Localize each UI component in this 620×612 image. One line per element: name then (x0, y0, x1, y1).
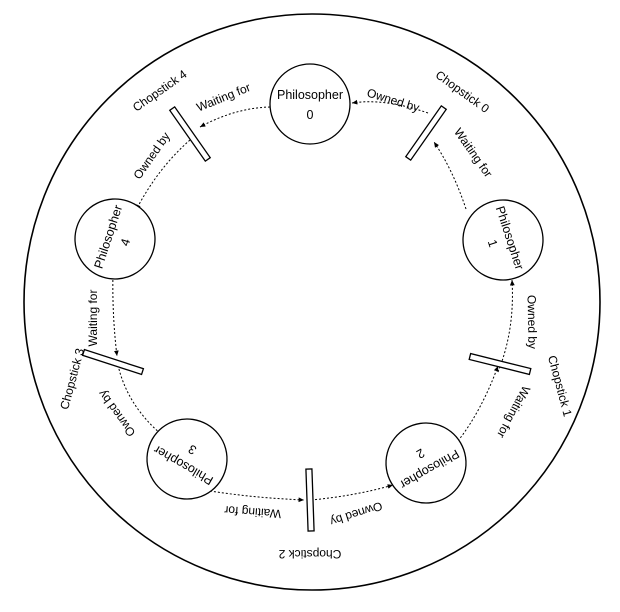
table-circle (23, 13, 601, 591)
chopstick-1-label: Chopstick 1 (545, 354, 575, 418)
philosopher-0-number: 0 (307, 108, 314, 122)
arrow-philosopher3-to-chopstick2 (209, 490, 305, 503)
philosopher-4-number: 4 (118, 237, 133, 248)
owned-by-label-chopstick0: Owned by (365, 86, 421, 115)
owned-by-label-chopstick4: Owned by (130, 130, 172, 182)
arrow-chopstick2-to-philosopher2 (310, 484, 394, 501)
owned-by-label-chopstick1: Owned by (525, 295, 540, 349)
chopstick-2-label: Chopstick 2 (278, 547, 341, 561)
philosopher-1-number: 1 (485, 238, 500, 249)
owned-by-label-chopstick2: Owned by (328, 499, 384, 529)
philosopher-3: Philosopher 3 (146, 418, 228, 500)
waiting-for-label-philosopher2: Waiting for (494, 383, 533, 440)
arrow-philosopher4-to-chopstick3 (112, 271, 119, 357)
arrow-chopstick0-to-philosopher0 (351, 99, 429, 114)
chopstick-4-label: Chopstick 4 (130, 67, 190, 115)
arrow-philosopher1-to-chopstick0 (433, 141, 467, 210)
philosopher-2: Philosopher 2 (385, 422, 467, 504)
chopstick-2-bar (305, 468, 315, 532)
chopstick-3-bar (81, 348, 145, 376)
philosopher-0-label: Philosopher (277, 88, 343, 102)
arrow-chopstick3-to-philosopher3 (117, 364, 163, 436)
waiting-for-label-philosopher3: Waiting for (224, 503, 282, 521)
philosopher-4: Philosopher 4 (74, 198, 156, 280)
chopstick-4-bar (168, 105, 212, 163)
waiting-for-label-philosopher0: Waiting for (194, 80, 252, 114)
arrow-chopstick4-to-philosopher4 (135, 139, 191, 211)
chopstick-1-bar (468, 352, 532, 376)
philosopher-0: Philosopher 0 (269, 63, 351, 145)
chopsticks (81, 104, 532, 532)
arrow-chopstick1-to-philosopher1 (497, 279, 515, 373)
philosopher-1: Philosopher 1 (462, 199, 544, 281)
waiting-for-label-philosopher1: Waiting for (451, 125, 495, 180)
arrow-philosopher2-to-chopstick1 (457, 365, 499, 442)
owned-by-label-chopstick3: Owned by (95, 387, 138, 439)
chopstick-0-bar (404, 104, 448, 162)
chopstick-3-label: Chopstick 3 (57, 347, 87, 411)
waiting-for-label-philosopher4: Waiting for (86, 290, 100, 347)
